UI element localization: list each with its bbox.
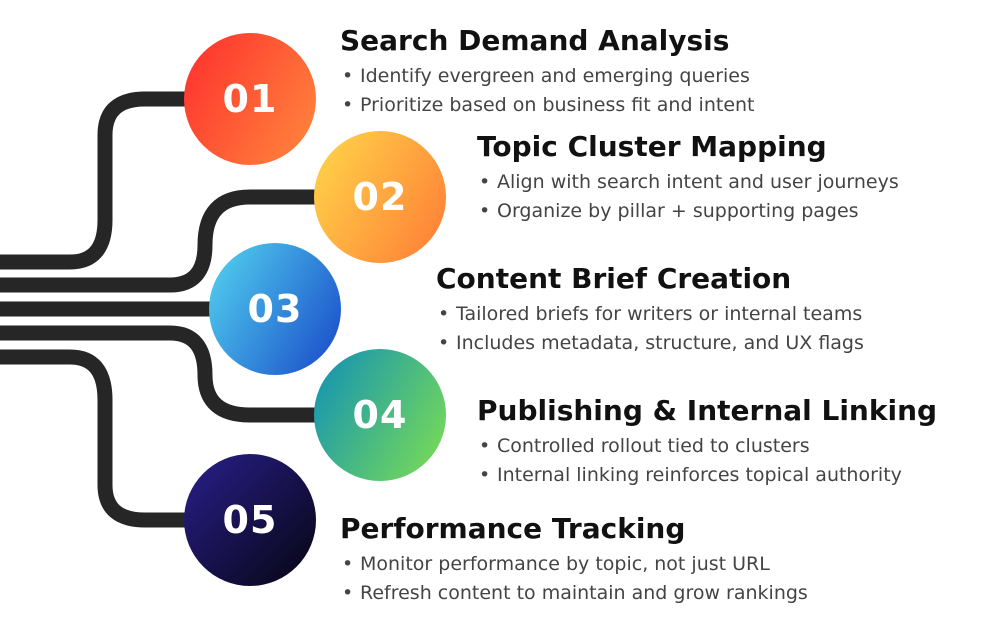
step-title-01: Search Demand Analysis — [340, 24, 730, 57]
step-bullet: Tailored briefs for writers or internal … — [436, 300, 864, 329]
step-bullets-05: Monitor performance by topic, not just U… — [340, 550, 808, 608]
step-title-05: Performance Tracking — [340, 512, 686, 545]
connector-line-01 — [0, 91, 250, 270]
connector-line-02 — [0, 189, 380, 293]
step-number-03: 03 — [247, 287, 303, 331]
step-bullet: Internal linking reinforces topical auth… — [477, 461, 937, 490]
step-text-04: Publishing & Internal Linking Controlled… — [477, 394, 937, 490]
step-number-05: 05 — [222, 498, 278, 542]
step-circle-03: 03 — [209, 243, 341, 375]
connector-line-05 — [0, 349, 250, 528]
step-text-03: Content Brief Creation Tailored briefs f… — [436, 262, 864, 358]
step-title-02: Topic Cluster Mapping — [477, 130, 827, 163]
step-title-04: Publishing & Internal Linking — [477, 394, 938, 427]
step-number-02: 02 — [352, 175, 408, 219]
step-number-04: 04 — [352, 393, 408, 437]
step-bullet: Align with search intent and user journe… — [477, 168, 899, 197]
step-bullet: Includes metadata, structure, and UX fla… — [436, 329, 864, 358]
step-text-01: Search Demand Analysis Identify evergree… — [340, 24, 755, 120]
step-bullets-01: Identify evergreen and emerging queries … — [340, 62, 755, 120]
step-circle-01: 01 — [184, 33, 316, 165]
connector-line-04 — [0, 325, 380, 423]
step-circle-05: 05 — [184, 454, 316, 586]
step-bullets-04: Controlled rollout tied to clusters Inte… — [477, 432, 937, 490]
step-number-01: 01 — [222, 77, 278, 121]
step-circle-04: 04 — [314, 349, 446, 481]
step-bullets-03: Tailored briefs for writers or internal … — [436, 300, 864, 358]
step-bullet: Refresh content to maintain and grow ran… — [340, 579, 808, 608]
step-bullets-02: Align with search intent and user journe… — [477, 168, 899, 226]
step-bullet: Prioritize based on business fit and int… — [340, 91, 755, 120]
step-bullet: Controlled rollout tied to clusters — [477, 432, 937, 461]
step-circle-02: 02 — [314, 131, 446, 263]
step-bullet: Organize by pillar + supporting pages — [477, 197, 899, 226]
step-title-03: Content Brief Creation — [436, 262, 792, 295]
step-text-02: Topic Cluster Mapping Align with search … — [477, 130, 899, 226]
step-bullet: Identify evergreen and emerging queries — [340, 62, 755, 91]
step-bullet: Monitor performance by topic, not just U… — [340, 550, 808, 579]
step-text-05: Performance Tracking Monitor performance… — [340, 512, 808, 608]
